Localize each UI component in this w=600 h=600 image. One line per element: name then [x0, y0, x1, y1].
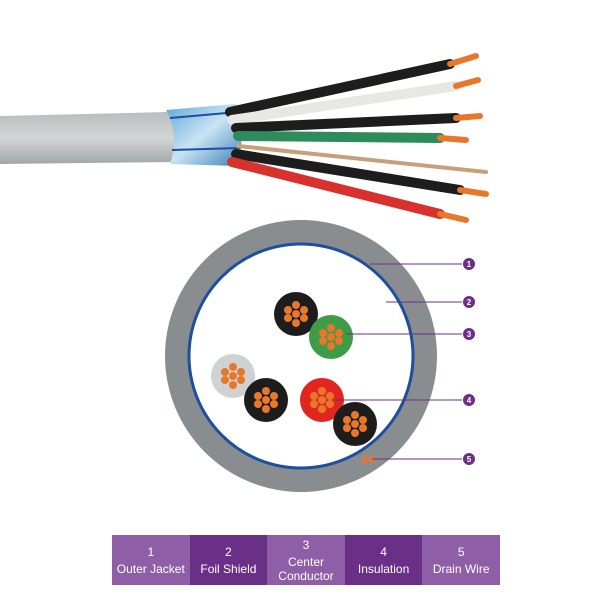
- conductor-gray: [211, 354, 255, 398]
- svg-text:2: 2: [467, 298, 472, 307]
- leader-lines: [334, 263, 462, 460]
- legend-item-outer-jacket: 1 Outer Jacket: [112, 535, 190, 585]
- legend-number: 1: [147, 544, 155, 559]
- wire-black-1: [225, 53, 479, 117]
- cable-jacket: [0, 112, 177, 164]
- legend-item-center-conductor: 3 Center Conductor: [267, 535, 345, 585]
- legend-item-drain-wire: 5 Drain Wire: [422, 535, 500, 585]
- legend-number: 3: [302, 537, 310, 552]
- legend-item-insulation: 4 Insulation: [344, 535, 423, 585]
- marker-3: 3: [463, 328, 475, 340]
- legend-label: Drain Wire: [432, 561, 490, 576]
- conductor-black-right: [333, 402, 377, 446]
- wire-white: [227, 77, 481, 125]
- marker-5: 5: [463, 453, 475, 465]
- legend-item-foil-shield: 2 Foil Shield: [189, 535, 268, 585]
- svg-text:4: 4: [467, 396, 472, 405]
- wire-black-2: [231, 113, 483, 133]
- svg-text:5: 5: [467, 455, 472, 464]
- legend-label: Foil Shield: [200, 561, 257, 576]
- legend-number: 5: [457, 544, 465, 559]
- svg-text:1: 1: [467, 260, 472, 269]
- legend-label: Center Conductor: [278, 554, 334, 583]
- marker-1: 1: [463, 258, 475, 270]
- cable-diagram: 1 2 3 4 5: [0, 53, 489, 492]
- legend-label: Insulation: [357, 561, 410, 576]
- drain-wire-strands: [362, 455, 374, 464]
- svg-text:3: 3: [467, 330, 472, 339]
- cable-photo: [0, 53, 489, 223]
- conductor-black-left: [244, 378, 288, 422]
- wire-drain: [236, 144, 488, 174]
- wire-red: [227, 157, 469, 223]
- foil-shield-ring: [187, 242, 415, 470]
- conductor-black-top: [274, 292, 318, 336]
- marker-2: 2: [463, 296, 475, 308]
- cross-section: [165, 220, 437, 492]
- conductor-green: [309, 315, 353, 359]
- legend-number: 2: [225, 544, 232, 559]
- conductor-red: [300, 378, 344, 422]
- wire-green: [233, 131, 469, 143]
- legend-number: 4: [380, 544, 387, 559]
- wire-black-3: [231, 149, 489, 197]
- legend-bar: 1 Outer Jacket 2 Foil Shield 3 Center Co…: [112, 535, 500, 585]
- legend-label: Outer Jacket: [116, 561, 185, 576]
- marker-4: 4: [463, 394, 475, 406]
